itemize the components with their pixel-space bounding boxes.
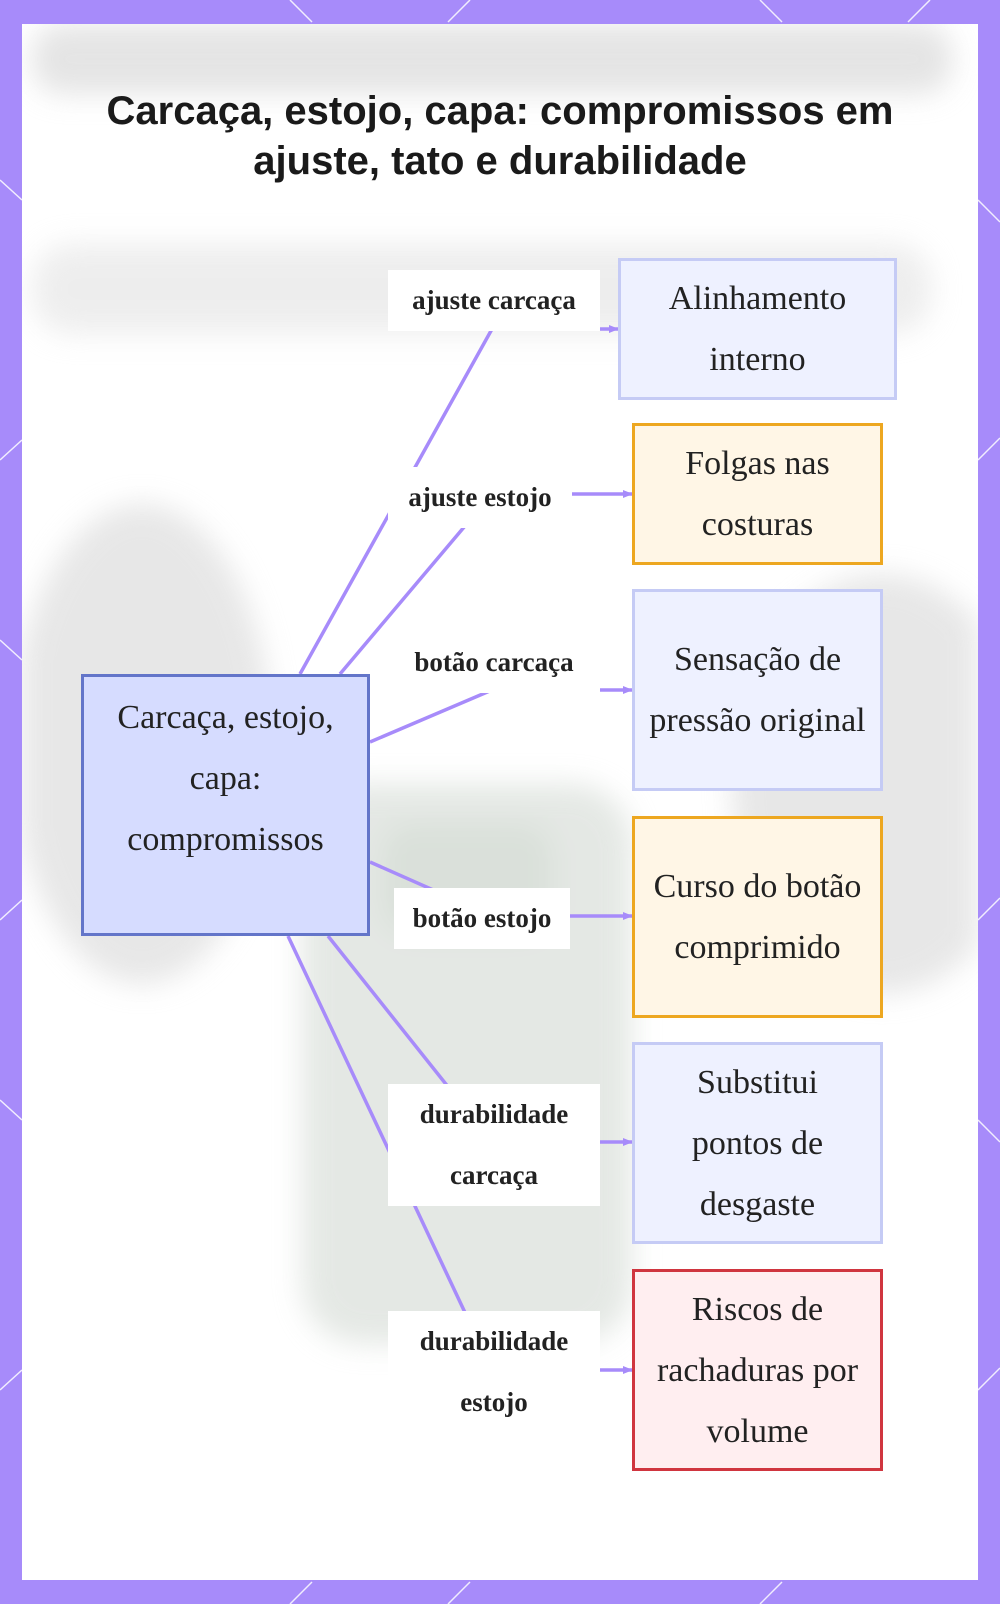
root-node: Carcaça, estojo, capa: compromissos xyxy=(81,674,370,936)
edge-label-ajuste-estojo: ajuste estojo xyxy=(388,467,572,528)
node-folgas-nas-costuras: Folgas nas costuras xyxy=(632,423,883,565)
node-riscos-de-rachaduras-por-volume: Riscos de rachaduras por volume xyxy=(632,1269,883,1471)
node-alinhamento-interno: Alinhamento interno xyxy=(618,258,897,400)
node-curso-do-botao-comprimido: Curso do botão comprimido xyxy=(632,816,883,1018)
edge-label-botao-carcaca: botão carcaça xyxy=(388,632,600,693)
edge-botao-carcaca xyxy=(370,690,632,742)
node-sensacao-de-pressao-original: Sensação de pressão original xyxy=(632,589,883,791)
edge-label-durabilidade-estojo: durabilidade estojo xyxy=(388,1311,600,1433)
diagram-card: Carcaça, estojo, capa: compromissos em a… xyxy=(22,24,978,1580)
edge-label-ajuste-carcaca: ajuste carcaça xyxy=(388,270,600,331)
edge-label-durabilidade-carcaca: durabilidade carcaça xyxy=(388,1084,600,1206)
edge-label-botao-estojo: botão estojo xyxy=(394,888,570,949)
node-substitui-pontos-de-desgaste: Substitui pontos de desgaste xyxy=(632,1042,883,1244)
